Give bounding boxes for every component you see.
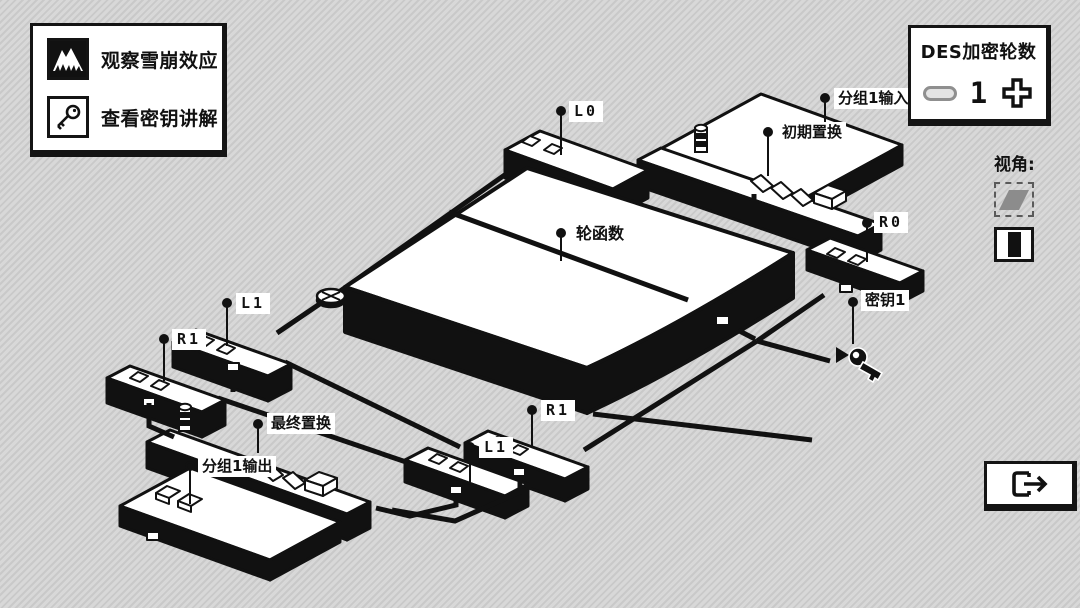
label-block-output: 分组1输出 xyxy=(198,456,277,477)
view-label: 视角: xyxy=(994,155,1035,175)
menu-item-label: 观察雪崩效应 xyxy=(101,49,219,72)
view-panel: 视角: xyxy=(994,150,1035,272)
label-r0: R0 xyxy=(874,212,909,233)
label-l1-bottom: L1 xyxy=(479,437,514,458)
isometric-view-button[interactable] xyxy=(994,182,1035,217)
r0-block xyxy=(805,236,925,305)
front-view-button[interactable] xyxy=(994,227,1035,262)
rounds-value: 1 xyxy=(969,75,988,110)
parallelogram-icon xyxy=(999,189,1030,210)
minus-button[interactable] xyxy=(922,85,957,101)
key-icon xyxy=(836,347,884,384)
wires-front xyxy=(146,194,757,524)
exit-button[interactable] xyxy=(984,461,1077,511)
label-r1-bottom: R1 xyxy=(541,400,576,421)
mountain-icon xyxy=(47,38,89,80)
key-icon xyxy=(47,96,89,138)
round-function-block xyxy=(343,166,795,415)
front-view-icon xyxy=(1007,232,1021,257)
label-round-function: 轮函数 xyxy=(576,224,625,243)
cylinder-icon xyxy=(178,402,192,432)
block-output-slab xyxy=(118,466,342,582)
label-block-input: 分组1输入 xyxy=(834,88,913,109)
rounds-title: DES加密轮数 xyxy=(920,42,1037,63)
menu-panel: 观察雪崩效应 查看密钥讲解 xyxy=(30,23,227,157)
plus-button[interactable] xyxy=(1000,76,1034,110)
label-l1-left: L1 xyxy=(236,293,271,314)
label-initial-permutation: 初期置换 xyxy=(778,122,847,143)
menu-item-label: 查看密钥讲解 xyxy=(101,107,219,130)
l1-block-bottom xyxy=(403,446,530,520)
label-l0: L0 xyxy=(569,101,604,122)
view-key-explainer-button[interactable]: 查看密钥讲解 xyxy=(47,96,218,138)
label-key1: 密钥1 xyxy=(861,290,910,311)
label-r1-left: R1 xyxy=(172,329,207,350)
cylinder-icon xyxy=(694,123,708,153)
label-final-permutation: 最终置换 xyxy=(267,413,336,434)
observe-avalanche-button[interactable]: 观察雪崩效应 xyxy=(47,38,218,80)
rounds-panel: DES加密轮数 1 xyxy=(908,25,1051,126)
exit-icon xyxy=(1011,471,1048,497)
xor-icon xyxy=(315,287,347,309)
